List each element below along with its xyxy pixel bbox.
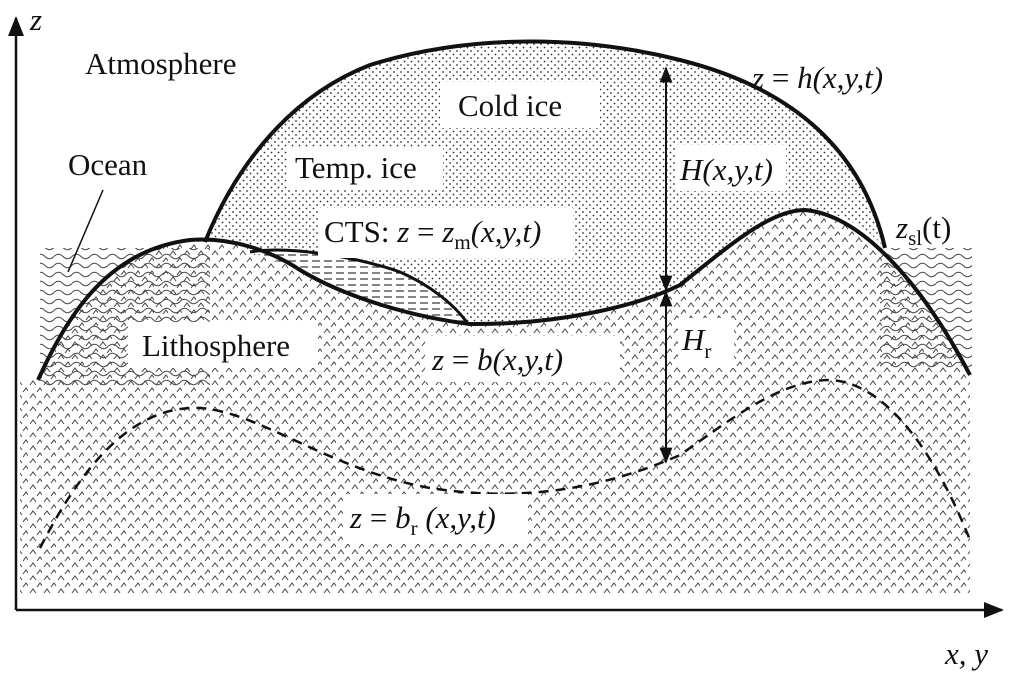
temp-ice-label-bg xyxy=(288,148,443,190)
relaxed-bed-label-bg xyxy=(343,494,528,544)
lithosphere-fill xyxy=(20,210,970,595)
bed-label-bg xyxy=(425,336,620,382)
temp-ice-label: Temp. ice xyxy=(295,150,417,185)
cts-line xyxy=(249,248,470,325)
sea-level-label-bg xyxy=(892,210,970,248)
sea-level-label: zsl(t) xyxy=(895,210,951,250)
ocean-label: Ocean xyxy=(68,147,148,182)
relaxed-bed-equation: z = br (x,y,t) xyxy=(349,500,496,540)
thickness-label: H(x,y,t) xyxy=(679,152,773,187)
rebound-label: Hr xyxy=(681,322,711,363)
cold-ice-label-bg xyxy=(440,82,600,128)
bed-line xyxy=(36,207,972,381)
z-axis-label: z xyxy=(29,2,42,37)
xy-axis-label: x, y xyxy=(944,636,988,671)
bed-equation: z = b(x,y,t) xyxy=(431,342,563,377)
lithosphere-label: Lithosphere xyxy=(142,328,290,363)
atmosphere-label: Atmosphere xyxy=(85,46,237,81)
relaxed-bed-line xyxy=(38,378,972,549)
ocean-pointer xyxy=(67,189,104,273)
rebound-label-bg xyxy=(678,318,734,368)
lithosphere-label-bg xyxy=(128,322,318,368)
cts-label-bg xyxy=(318,208,573,258)
ice-surface-line xyxy=(203,39,887,249)
height-label-bg xyxy=(676,145,786,191)
cts-equation: CTS: z = zm(x,y,t) xyxy=(324,214,541,254)
cold-ice-label: Cold ice xyxy=(458,88,562,123)
temperate-ice-hatch xyxy=(250,250,468,324)
surface-equation: z = h(x,y,t) xyxy=(751,60,883,95)
